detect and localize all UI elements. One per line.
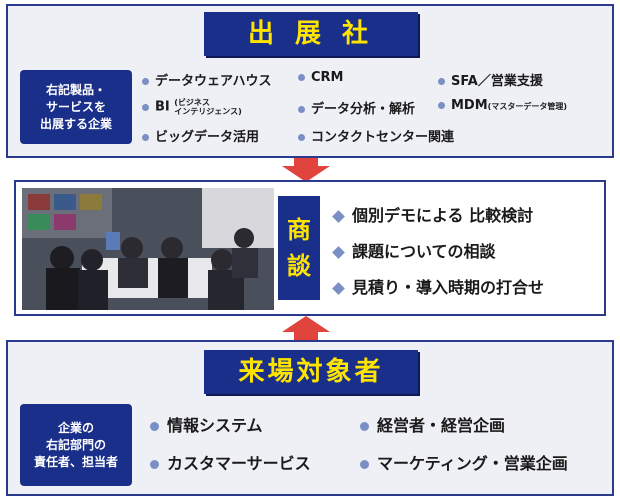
meeting-item-demo: 個別デモによる 比較検討 — [332, 202, 533, 226]
down-arrow-icon — [282, 158, 330, 182]
bullet-icon — [142, 78, 149, 85]
item-mdm: MDM(マスターデータ管理) — [438, 98, 567, 113]
diamond-bullet-icon — [332, 246, 345, 259]
bullet-icon — [298, 106, 305, 113]
visitor-item-customer-service: カスタマーサービス — [150, 450, 311, 474]
diamond-bullet-icon — [332, 282, 345, 295]
bi-subtitle: (ビジネスインテリジェンス) — [174, 98, 242, 116]
meeting-item-estimate: 見積り・導入時期の打合せ — [332, 274, 544, 298]
meeting-panel: 商 談 個別デモによる 比較検討 課題についての相談 見積り・導入時期の打合せ — [14, 180, 606, 316]
visitor-panel: 来場対象者 企業の 右記部門の 責任者、担当者 情報システム 経営者・経営企画 … — [6, 340, 614, 496]
item-bigdata: ビッグデータ活用 — [142, 126, 259, 145]
bullet-icon — [360, 460, 369, 469]
bullet-icon — [142, 103, 149, 111]
visitor-item-management: 経営者・経営企画 — [360, 412, 505, 436]
bullet-icon — [150, 460, 159, 469]
bullet-icon — [150, 422, 159, 431]
item-datawarehouse: データウェアハウス — [142, 70, 271, 89]
visitor-label: 企業の 右記部門の 責任者、担当者 — [20, 404, 132, 486]
visitor-title: 来場対象者 — [204, 350, 418, 394]
bullet-icon — [298, 74, 305, 81]
exhibitor-label: 右記製品・ サービスを 出展する企業 — [20, 70, 132, 144]
diamond-bullet-icon — [332, 210, 345, 223]
exhibitor-panel: 出 展 社 右記製品・ サービスを 出展する企業 データウェアハウス CRM S… — [6, 4, 614, 158]
meeting-photo — [22, 188, 274, 310]
bullet-icon — [438, 78, 445, 85]
item-contact-center: コンタクトセンター関連 — [298, 126, 454, 145]
photo-illustration — [22, 188, 274, 310]
bullet-icon — [438, 102, 445, 109]
visitor-item-info-systems: 情報システム — [150, 412, 263, 436]
exhibitor-title: 出 展 社 — [204, 12, 418, 56]
visitor-item-marketing: マーケティング・営業企画 — [360, 450, 568, 474]
item-crm: CRM — [298, 70, 344, 85]
bullet-icon — [360, 422, 369, 431]
up-arrow-icon — [282, 316, 330, 340]
bullet-icon — [142, 134, 149, 141]
bullet-icon — [298, 134, 305, 141]
item-bi: BI (ビジネスインテリジェンス) — [142, 98, 242, 116]
item-sfa: SFA／営業支援 — [438, 70, 543, 89]
meeting-item-consult: 課題についての相談 — [332, 238, 496, 262]
item-analysis: データ分析・解析 — [298, 98, 415, 117]
meeting-title: 商 談 — [278, 196, 320, 300]
